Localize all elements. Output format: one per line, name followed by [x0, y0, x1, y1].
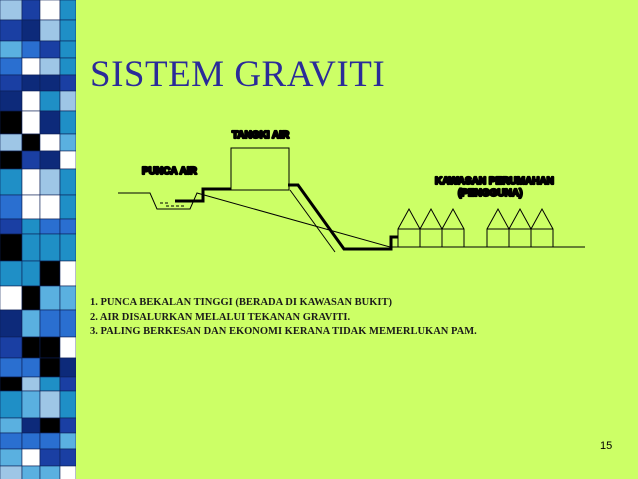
- mosaic-tile: [39, 390, 61, 419]
- label-outline: PUNCA AIR: [142, 166, 198, 177]
- mosaic-tile: [21, 336, 41, 359]
- house-icon: [441, 207, 465, 248]
- house-icon: [530, 207, 554, 248]
- mosaic-tile: [59, 448, 76, 467]
- water-tank: [230, 147, 290, 191]
- label-outline: (PENGGUNA): [458, 188, 522, 199]
- label-outline: TANGKI AIR: [232, 130, 290, 141]
- mosaic-tile: [21, 309, 41, 338]
- mosaic-tile: [39, 309, 61, 338]
- mosaic-tile: [0, 448, 23, 467]
- mosaic-tile: [21, 417, 41, 434]
- mosaic-tile: [21, 376, 41, 392]
- mosaic-tile: [39, 465, 61, 479]
- mosaic-tile: [59, 390, 76, 419]
- pipe-tank-to-housing: [288, 183, 398, 251]
- housing-area: [397, 207, 554, 248]
- house-icon: [419, 207, 443, 248]
- mosaic-tile: [21, 432, 41, 450]
- mosaic-tile: [39, 376, 61, 392]
- mosaic-tile: [21, 465, 41, 479]
- mosaic-tile: [59, 336, 76, 359]
- mosaic-tile: [59, 417, 76, 434]
- point-item: 3. PALING BERKESAN DAN EKONOMI KERANA TI…: [90, 326, 477, 337]
- point-item: 2. AIR DISALURKAN MELALUI TEKANAN GRAVIT…: [90, 311, 351, 323]
- mosaic-tile: [0, 432, 23, 450]
- mosaic-tile: [0, 357, 23, 378]
- mosaic-tile: [39, 336, 61, 359]
- mosaic-tile: [59, 465, 76, 479]
- housing-label-line2: (PENGGUNA): [458, 188, 522, 199]
- mosaic-tile: [59, 357, 76, 378]
- house-icon: [508, 207, 532, 248]
- mosaic-tile: [39, 417, 61, 434]
- mosaic-tile: [0, 465, 23, 479]
- mosaic-tile: [59, 376, 76, 392]
- mosaic-tile: [39, 357, 61, 378]
- tank-label: TANGKI AIR: [232, 130, 290, 141]
- mosaic-tile: [21, 357, 41, 378]
- housing-label-line1: KAWASAN PERUMAHAN: [435, 176, 554, 187]
- mosaic-tile: [0, 309, 23, 338]
- house-icon: [486, 207, 510, 248]
- mosaic-tile: [59, 309, 76, 338]
- mosaic-tile: [39, 448, 61, 467]
- mosaic-tile: [0, 376, 23, 392]
- mosaic-tile: [0, 390, 23, 419]
- point-item: 1. PUNCA BEKALAN TINGGI (BERADA DI KAWAS…: [90, 297, 393, 308]
- mosaic-tile: [0, 417, 23, 434]
- slide-title: SISTEM GRAVITI: [90, 54, 386, 95]
- mosaic-tile: [21, 448, 41, 467]
- mosaic-tile: [0, 336, 23, 359]
- source-label: PUNCA AIR: [142, 166, 198, 177]
- pipe-source-to-tank: [175, 187, 231, 203]
- mosaic-tile: [39, 432, 61, 450]
- decorative-mosaic-border: [0, 0, 76, 479]
- page-number: 15: [600, 440, 613, 452]
- mosaic-tile: [59, 432, 76, 450]
- water-source-pond: [160, 202, 184, 207]
- mosaic-tile: [21, 390, 41, 419]
- house-icon: [397, 207, 421, 248]
- key-points-list: 1. PUNCA BEKALAN TINGGI (BERADA DI KAWAS…: [90, 296, 540, 340]
- label-outline: KAWASAN PERUMAHAN: [435, 176, 554, 187]
- pipe-outline: [289, 189, 336, 253]
